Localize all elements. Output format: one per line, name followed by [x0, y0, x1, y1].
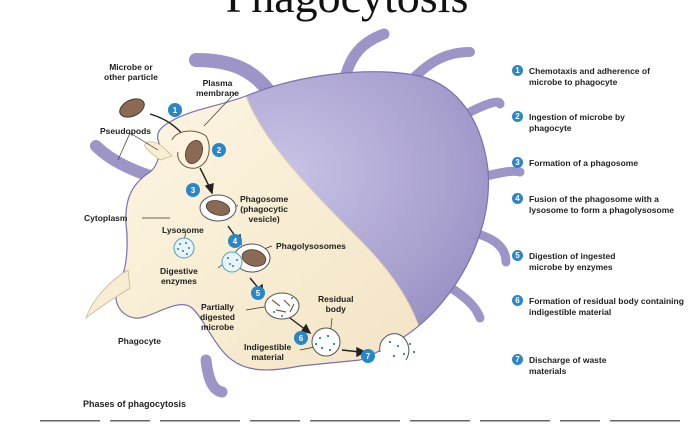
label-phagocyte: Phagocyte [118, 336, 161, 346]
legend-text-6: Formation of residual body containing in… [529, 296, 684, 317]
legend-text-5: Digestion of ingested microbe by enzymes [529, 251, 616, 272]
legend-step-4: 4 Fusion of the phagosome with a lysosom… [512, 193, 675, 215]
legend-text-4: Fusion of the phagosome with a lysosome … [529, 194, 675, 215]
step-badge-4: 4 [228, 234, 242, 248]
phagosome [199, 194, 237, 222]
legend-step-5: 5 Digestion of ingested microbe by enzym… [512, 250, 649, 272]
step-badge-6: 6 [294, 331, 308, 345]
legend-badge-2: 2 [512, 111, 523, 122]
legend-text-2: Ingestion of microbe by phagocyte [529, 112, 625, 133]
legend-badge-4: 4 [512, 193, 523, 204]
legend-badge-5: 5 [512, 250, 523, 261]
label-cytoplasm: Cytoplasm [84, 213, 128, 223]
step-badge-1: 1 [168, 103, 182, 117]
legend-text-7: Discharge of waste materials [529, 355, 607, 376]
legend-text-3: Formation of a phagosome [529, 158, 639, 168]
legend-badge-6: 6 [512, 295, 523, 306]
label-pseudopods: Pseudopods [100, 126, 152, 136]
footer-strip [40, 417, 690, 426]
legend-step-3: 3 Formation of a phagosome [512, 157, 679, 169]
step-badge-2: 2 [212, 143, 226, 157]
step-badge-3-text: 3 [191, 186, 196, 195]
legend-badge-7: 7 [512, 354, 523, 365]
legend-step-1: 1 Chemotaxis and adherence of microbe to… [512, 65, 679, 87]
step-badge-3: 3 [186, 183, 200, 197]
phases-caption: Phases of phagocytosis [83, 399, 187, 409]
step-badge-7-text: 7 [366, 352, 371, 361]
discharged-waste [379, 333, 416, 361]
label-phagolysosomes: Phagolysosomes [276, 241, 346, 251]
footer-dots [40, 420, 680, 422]
legend-step-7: 7 Discharge of waste materials [512, 354, 639, 376]
ingested-microbe [171, 130, 210, 169]
step-badge-6-text: 6 [299, 334, 304, 343]
step-badge-5: 5 [251, 286, 265, 300]
step-badge-7: 7 [361, 349, 375, 363]
step-badges: 1 2 3 4 5 6 7 [168, 103, 375, 363]
legend-step-2: 2 Ingestion of microbe by phagocyte [512, 111, 629, 133]
step-badge-4-text: 4 [233, 237, 238, 246]
legend-badge-1: 1 [512, 65, 523, 76]
cell-spikes [90, 28, 525, 398]
phagolysosome [221, 243, 271, 273]
legend-text-1: Chemotaxis and adherence of microbe to p… [529, 66, 650, 87]
label-lysosome: Lysosome [162, 225, 204, 235]
residual-body [311, 327, 341, 357]
step-badge-2-text: 2 [217, 146, 222, 155]
lysosome [173, 237, 195, 259]
legend-badge-3: 3 [512, 157, 523, 168]
step-badge-5-text: 5 [256, 289, 261, 298]
legend-step-6: 6 Formation of residual body containing … [512, 295, 685, 317]
microbe [119, 98, 145, 118]
partially-digested-microbe [264, 292, 300, 320]
step-badge-1-text: 1 [173, 106, 178, 115]
page-title: Phagocytosis [0, 0, 694, 23]
